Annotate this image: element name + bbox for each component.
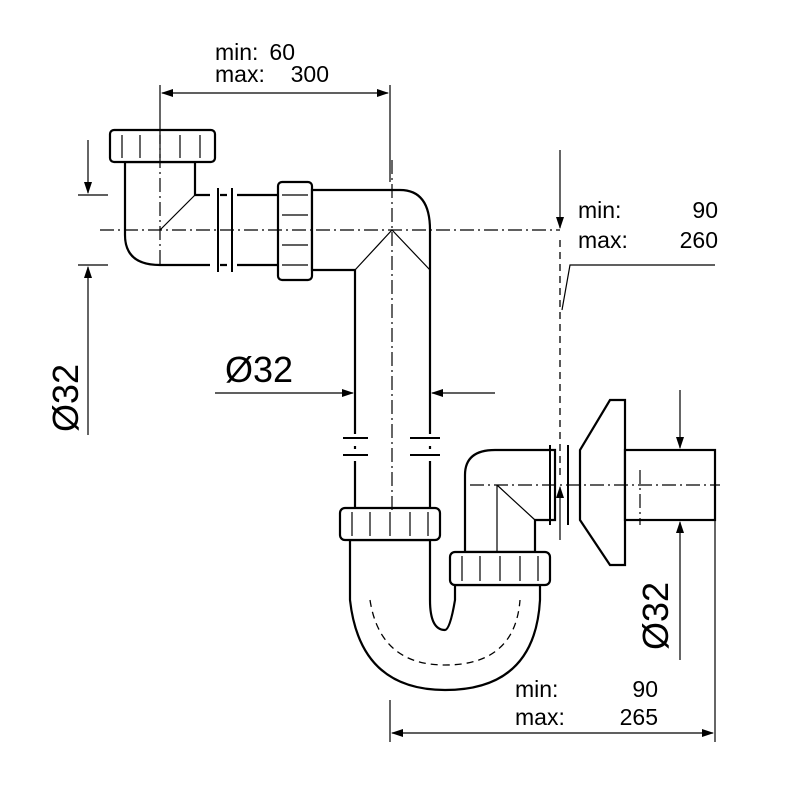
wall-flange (578, 398, 717, 567)
top-dimension: min: 60 max: 300 (159, 39, 391, 182)
inlet-elbow (108, 128, 282, 272)
middle-diameter-label: Ø32 (225, 349, 293, 390)
bottom-max-label: max: (515, 704, 565, 730)
left-diameter-dimension: Ø32 (45, 140, 108, 435)
vertical-max-value: 260 (680, 227, 718, 253)
top-min-value: 60 (269, 39, 295, 65)
bottom-dimension: min: 90 max: 265 (389, 520, 716, 742)
bottom-min-value: 90 (632, 676, 658, 702)
bottom-min-label: min: (515, 676, 558, 702)
vertical-dimension: min: 90 max: 260 (556, 150, 718, 540)
middle-diameter-dimension: Ø32 (215, 349, 495, 397)
outlet-elbow (448, 445, 569, 587)
vertical-min-label: min: (578, 197, 621, 223)
right-diameter-label: Ø32 (635, 582, 676, 650)
bottom-max-value: 265 (620, 704, 658, 730)
left-diameter-label: Ø32 (45, 364, 86, 432)
horizontal-nut (276, 180, 314, 282)
top-min-label: min: (215, 39, 258, 65)
trap-pipe (310, 188, 542, 692)
right-diameter-dimension: Ø32 (635, 390, 684, 660)
vertical-max-label: max: (578, 227, 628, 253)
top-max-label: max: (215, 61, 265, 87)
top-max-value: 300 (291, 61, 329, 87)
vertical-min-value: 90 (692, 197, 718, 223)
